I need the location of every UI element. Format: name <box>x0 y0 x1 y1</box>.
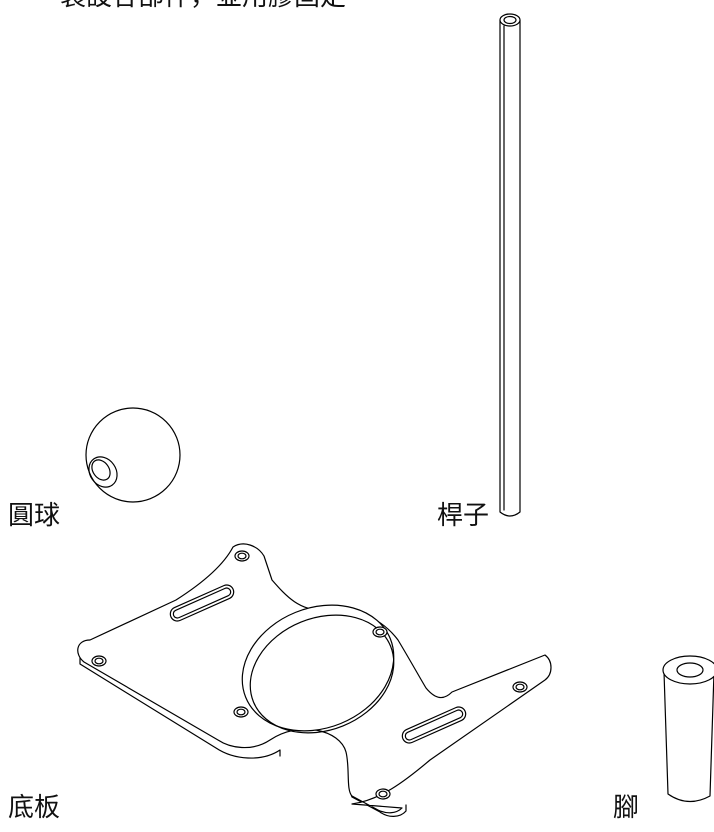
label-ball: 圓球 <box>8 501 61 531</box>
rod-body <box>499 19 521 517</box>
ball-hole-inner <box>91 459 111 481</box>
ball-outline <box>85 407 181 503</box>
rod-drawing <box>499 13 521 517</box>
label-rod: 桿子 <box>437 501 490 531</box>
plate-slot-top <box>169 584 235 622</box>
plate-center-hole <box>241 604 395 732</box>
rod-top-inner <box>503 15 517 25</box>
foot-drawing <box>662 655 714 803</box>
ball-hole-outer <box>88 456 118 488</box>
foot-hole <box>676 662 704 678</box>
label-foot: 腳 <box>613 793 640 823</box>
rod-top-outer <box>499 13 521 27</box>
instruction-title: 裝設各部件，並用膠固定 <box>60 0 346 10</box>
label-plate: 底板 <box>8 793 61 823</box>
plate-slot-bottom <box>401 706 467 744</box>
ball-drawing <box>85 407 181 503</box>
foot-top <box>662 655 714 685</box>
plate-mounting-holes <box>91 550 528 800</box>
plate-drawing <box>77 543 552 817</box>
